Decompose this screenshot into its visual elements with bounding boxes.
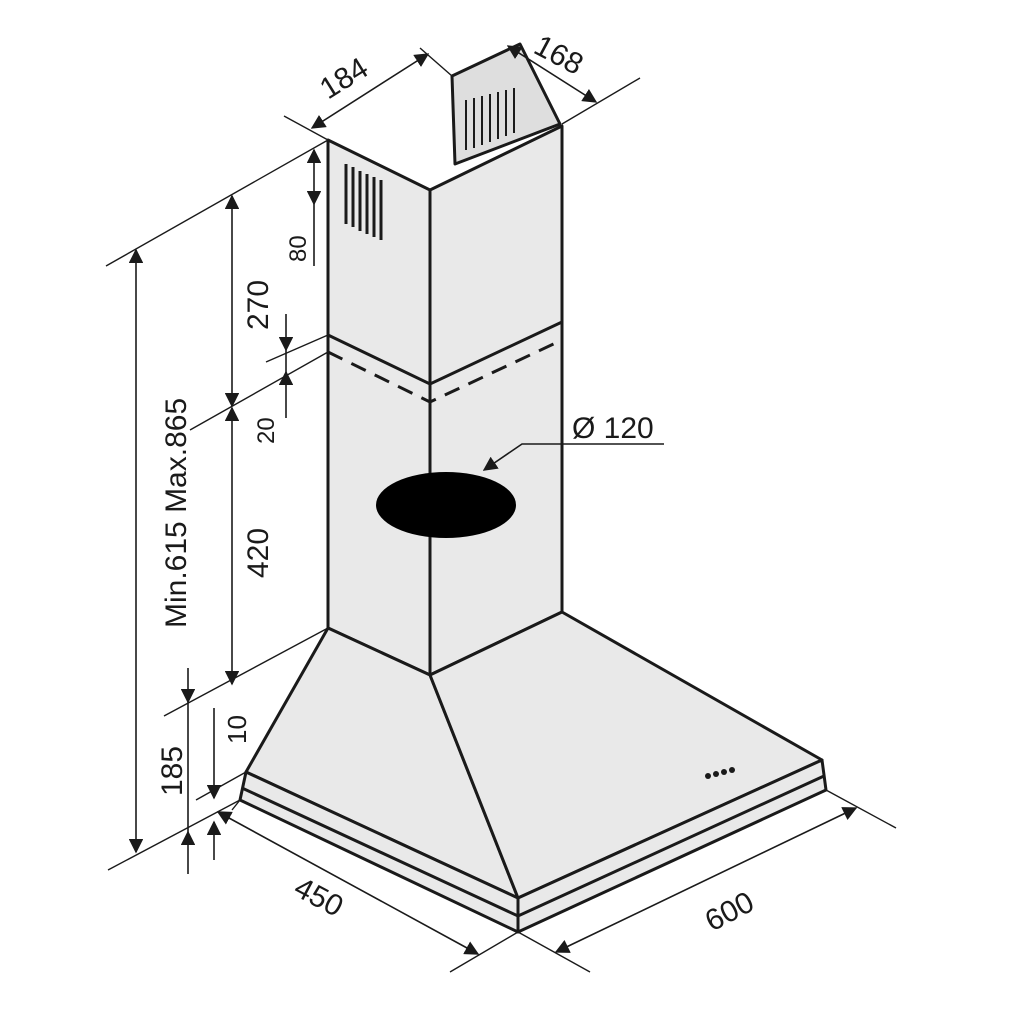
label-vent-height: 80: [285, 235, 312, 262]
label-lower-section: 420: [242, 528, 275, 578]
dimension-lines: [128, 45, 858, 955]
label-chimney-width: 184: [314, 51, 374, 106]
control-buttons: [705, 767, 735, 779]
label-chimney-depth: 168: [529, 29, 589, 82]
label-hood-width: 600: [700, 886, 760, 939]
hood-body: [238, 42, 828, 934]
section-joint: [327, 320, 563, 404]
label-upper-section: 270: [242, 280, 275, 330]
label-overlap: 20: [253, 417, 280, 444]
dimension-labels: 184 168 Min.615 Max.865 270 420 80 20 18…: [156, 29, 759, 938]
outlet-hole: [376, 472, 516, 538]
label-hood-height: 185: [156, 746, 189, 796]
chimney-right-face: [428, 124, 564, 677]
vent-slots-front: [344, 164, 383, 240]
label-rim-height: 10: [222, 715, 252, 744]
chimney-left-face: [326, 138, 432, 677]
label-outlet-diameter: Ø 120: [572, 412, 654, 445]
label-total-height: Min.615 Max.865: [160, 398, 193, 628]
